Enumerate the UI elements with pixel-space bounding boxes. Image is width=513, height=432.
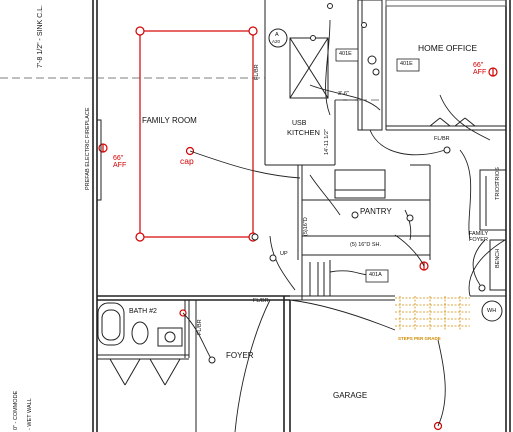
bath-2-fixtures: [97, 300, 190, 386]
wet-wall-note: - WET WALL: [27, 398, 33, 430]
tag-a: A: [275, 32, 279, 38]
bench-label: BENCH: [495, 248, 501, 268]
usb-label: USB: [292, 120, 307, 127]
black-fixtures: [208, 3, 486, 364]
fireplace-label: PREFAB ELECTRIC FIREPLACE: [85, 107, 91, 190]
trios-label-2: TRIOS: [495, 167, 501, 184]
fl-br-bath-label: FL/BR: [197, 319, 203, 335]
commode-note: 0" - COMMODE: [13, 390, 19, 430]
steps-per-grade: [395, 296, 470, 330]
family-room-label: FAMILY ROOM: [142, 116, 197, 125]
aff-66-right: 66" AFF: [473, 62, 487, 76]
kitchen-label: KITCHEN: [287, 128, 320, 137]
bath-2-label: BATH #2: [129, 308, 157, 315]
stairs-and-foyer: [301, 169, 507, 322]
tag-401e-kitchen: 401E: [339, 51, 352, 57]
kitchen-cabinets: [264, 0, 383, 166]
sink-centerline-note: 7'-8 1/2" - SINK C.L.: [37, 5, 44, 68]
tag-401a: 401A: [369, 272, 382, 278]
shelf-label: (5) 16"D SH.: [350, 242, 381, 248]
fl-br-top-label: FL/BR: [254, 64, 260, 80]
tag-boxes: [335, 48, 420, 283]
foyer-label: FOYER: [226, 351, 254, 360]
pantry-label: PANTRY: [360, 207, 392, 216]
pantry-walls: [297, 164, 431, 260]
stairs-up-label: UP: [280, 251, 288, 257]
garage-label: GARAGE: [333, 391, 368, 400]
aff-66-left: 66" AFF: [113, 155, 127, 169]
dimension-14-label: 14'-11 1/2": [324, 129, 330, 155]
trios-label: TRIOS: [495, 183, 501, 200]
family-room-ceiling-lights: [135, 26, 258, 242]
wiring-runs: [182, 19, 506, 432]
dimension-3-6-label: 3'-6": [338, 91, 349, 97]
home-office-label: HOME OFFICE: [418, 43, 478, 53]
tag-a20: A20: [272, 39, 281, 44]
family-foyer-label: FAMILY FOYER: [469, 231, 489, 243]
dimension-lines: [0, 77, 382, 101]
shelf-vertical-label: (5)16"D: [303, 217, 309, 236]
fl-br-office-label: FL/BR: [434, 136, 450, 142]
cap-label: cap: [180, 156, 194, 166]
fl-br-garage-label: FL/BR: [253, 298, 269, 304]
water-heater-label: WH: [487, 308, 497, 314]
steps-per-grade-label: STEPS PER GRADE: [398, 336, 441, 341]
garage-walls: [195, 295, 395, 432]
fireplace-block: [96, 119, 102, 201]
tag-401e-office: 401E: [400, 61, 413, 67]
